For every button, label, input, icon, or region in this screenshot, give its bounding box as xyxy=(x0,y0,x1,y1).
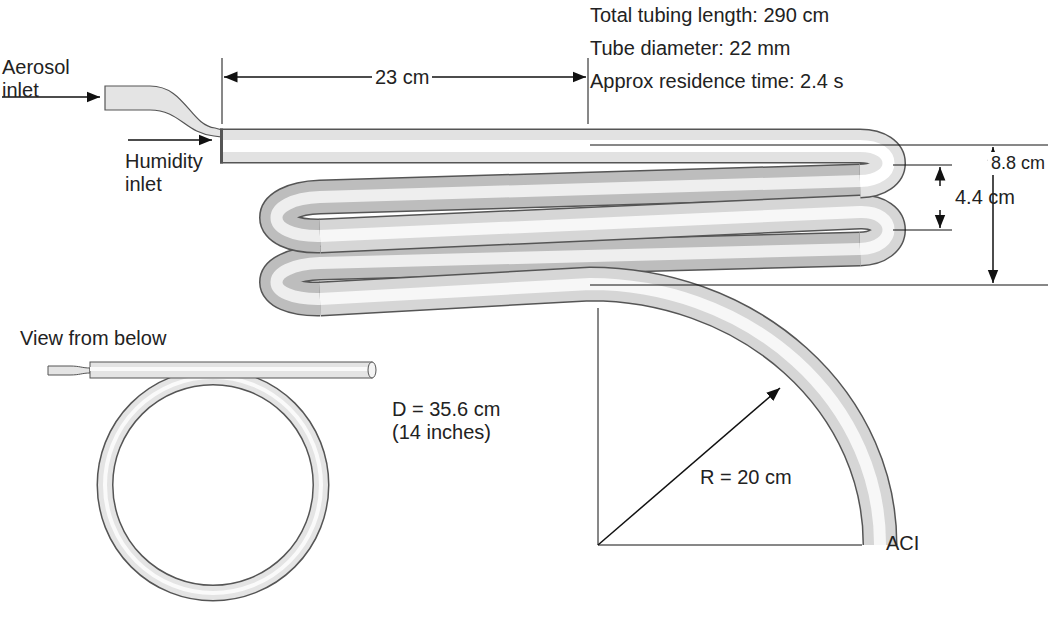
bottom-view xyxy=(48,362,376,593)
coil-segment xyxy=(320,284,880,545)
flow-arrow xyxy=(128,139,212,141)
dimension-label: R = 20 cm xyxy=(700,466,792,489)
coil-segment xyxy=(220,146,889,181)
inlet-label: Aerosol inlet xyxy=(2,56,92,102)
part-name: ACI xyxy=(886,532,919,555)
dimension-label: 23 cm xyxy=(372,66,432,89)
coil-segment xyxy=(320,212,889,249)
dimension-line xyxy=(222,58,588,124)
dimension-label: D = 35.6 cm (14 inches) xyxy=(392,398,532,444)
dimension-line xyxy=(590,145,1048,285)
radius-dimension xyxy=(598,308,862,545)
dimension-label: 4.4 cm xyxy=(955,186,1015,209)
inlet-nozzle xyxy=(105,86,222,137)
spec-note: Total tubing length: 290 cm xyxy=(590,4,829,27)
tube-mouth xyxy=(220,129,223,164)
view-label: View from below xyxy=(20,327,166,350)
dimension-label: 8.8 cm xyxy=(988,152,1048,175)
inlet-label: Humidity inlet xyxy=(125,150,225,196)
spec-note: Approx residence time: 2.4 s xyxy=(590,70,843,93)
spec-note: Tube diameter: 22 mm xyxy=(590,37,790,60)
